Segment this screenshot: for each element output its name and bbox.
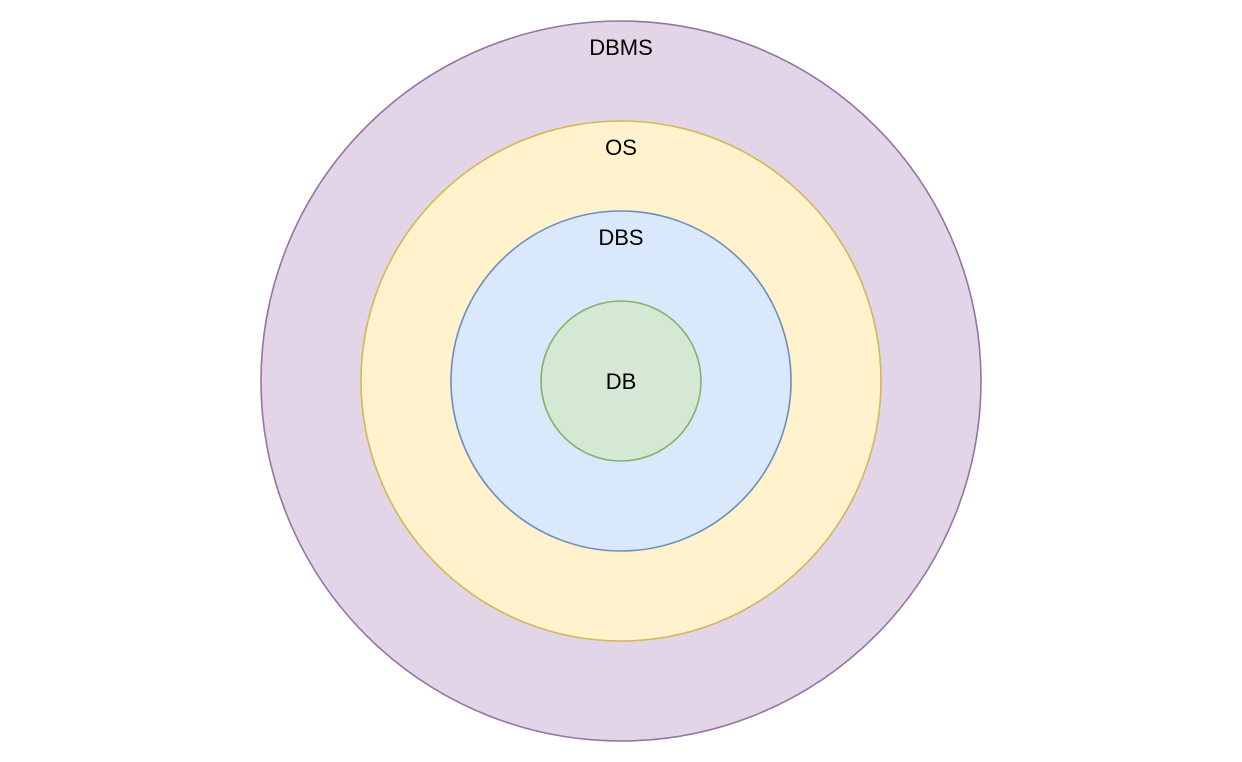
ring-db (540, 300, 702, 462)
label-dbms: DBMS (589, 35, 653, 60)
label-dbs: DBS (598, 225, 643, 250)
label-db: DB (606, 369, 637, 394)
label-os: OS (605, 135, 637, 160)
